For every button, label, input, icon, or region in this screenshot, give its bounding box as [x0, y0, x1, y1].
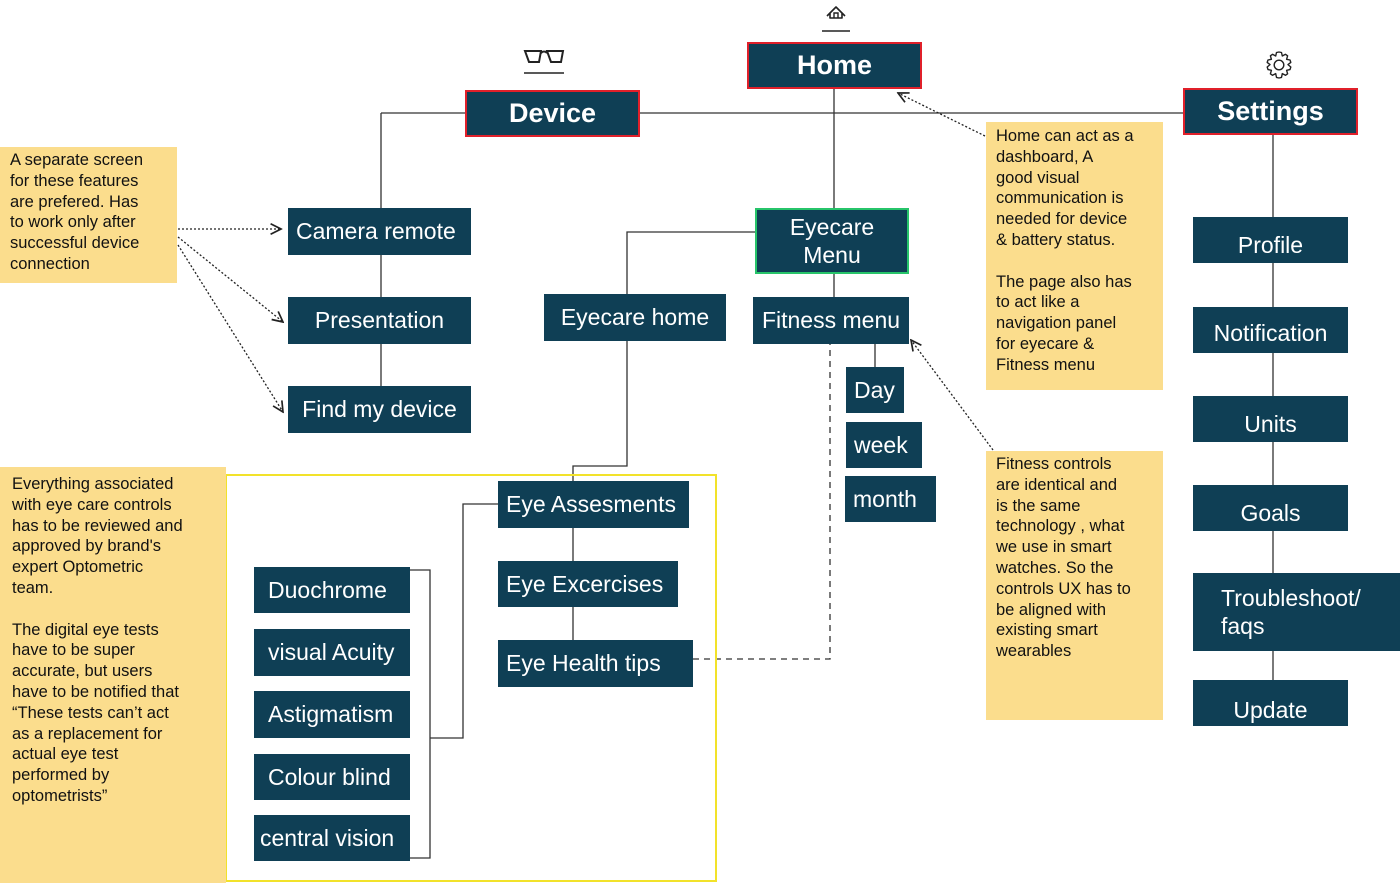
troubleshoot-label-1: Troubleshoot/ — [1221, 585, 1361, 611]
eye-health-tips-node[interactable]: Eye Health tips — [498, 640, 693, 687]
troubleshoot-label-2: faqs — [1221, 613, 1265, 639]
camera-remote-node[interactable]: Camera remote — [288, 208, 471, 255]
presentation-node[interactable]: Presentation — [288, 297, 471, 344]
device-note: A separate screen for these features are… — [0, 147, 177, 283]
settings-units-node[interactable]: Units — [1193, 396, 1348, 442]
fitness-menu-node[interactable]: Fitness menu — [753, 297, 909, 344]
eyecare-menu-label-2: Menu — [803, 242, 861, 268]
fitness-month-node[interactable]: month — [845, 476, 936, 522]
eyecare-home-node[interactable]: Eyecare home — [544, 294, 726, 341]
test-central-vision-node[interactable]: central vision — [254, 815, 410, 861]
test-visual-acuity-node[interactable]: visual Acuity — [254, 629, 410, 676]
test-duochrome-node[interactable]: Duochrome — [254, 567, 410, 613]
home-note: Home can act as a dashboard, A good visu… — [986, 122, 1163, 390]
eyecare-menu-node[interactable]: Eyecare Menu — [755, 208, 909, 274]
settings-node[interactable]: Settings — [1183, 88, 1358, 135]
fitness-day-node[interactable]: Day — [846, 367, 904, 413]
settings-update-node[interactable]: Update — [1193, 680, 1348, 726]
gear-icon — [1264, 50, 1294, 85]
settings-notification-node[interactable]: Notification — [1193, 307, 1348, 353]
eyecare-menu-label-1: Eyecare — [789, 214, 875, 240]
settings-goals-node[interactable]: Goals — [1193, 485, 1348, 531]
device-node[interactable]: Device — [465, 90, 640, 137]
settings-profile-node[interactable]: Profile — [1193, 217, 1348, 263]
find-my-device-node[interactable]: Find my device — [288, 386, 471, 433]
eyecare-note: Everything associated with eye care cont… — [0, 467, 226, 883]
eyecare-group-frame — [225, 474, 717, 882]
settings-troubleshoot-node[interactable]: Troubleshoot/ faqs — [1193, 573, 1400, 651]
test-colour-blind-node[interactable]: Colour blind — [254, 754, 410, 800]
home-icon — [822, 0, 850, 39]
eye-excercises-node[interactable]: Eye Excercises — [498, 561, 678, 607]
fitness-week-node[interactable]: week — [846, 422, 922, 468]
home-node[interactable]: Home — [747, 42, 922, 89]
eye-assesments-node[interactable]: Eye Assesments — [498, 481, 689, 528]
test-astigmatism-node[interactable]: Astigmatism — [254, 691, 410, 738]
fitness-note: Fitness controls are identical and is th… — [986, 451, 1163, 720]
glasses-icon — [521, 44, 567, 81]
